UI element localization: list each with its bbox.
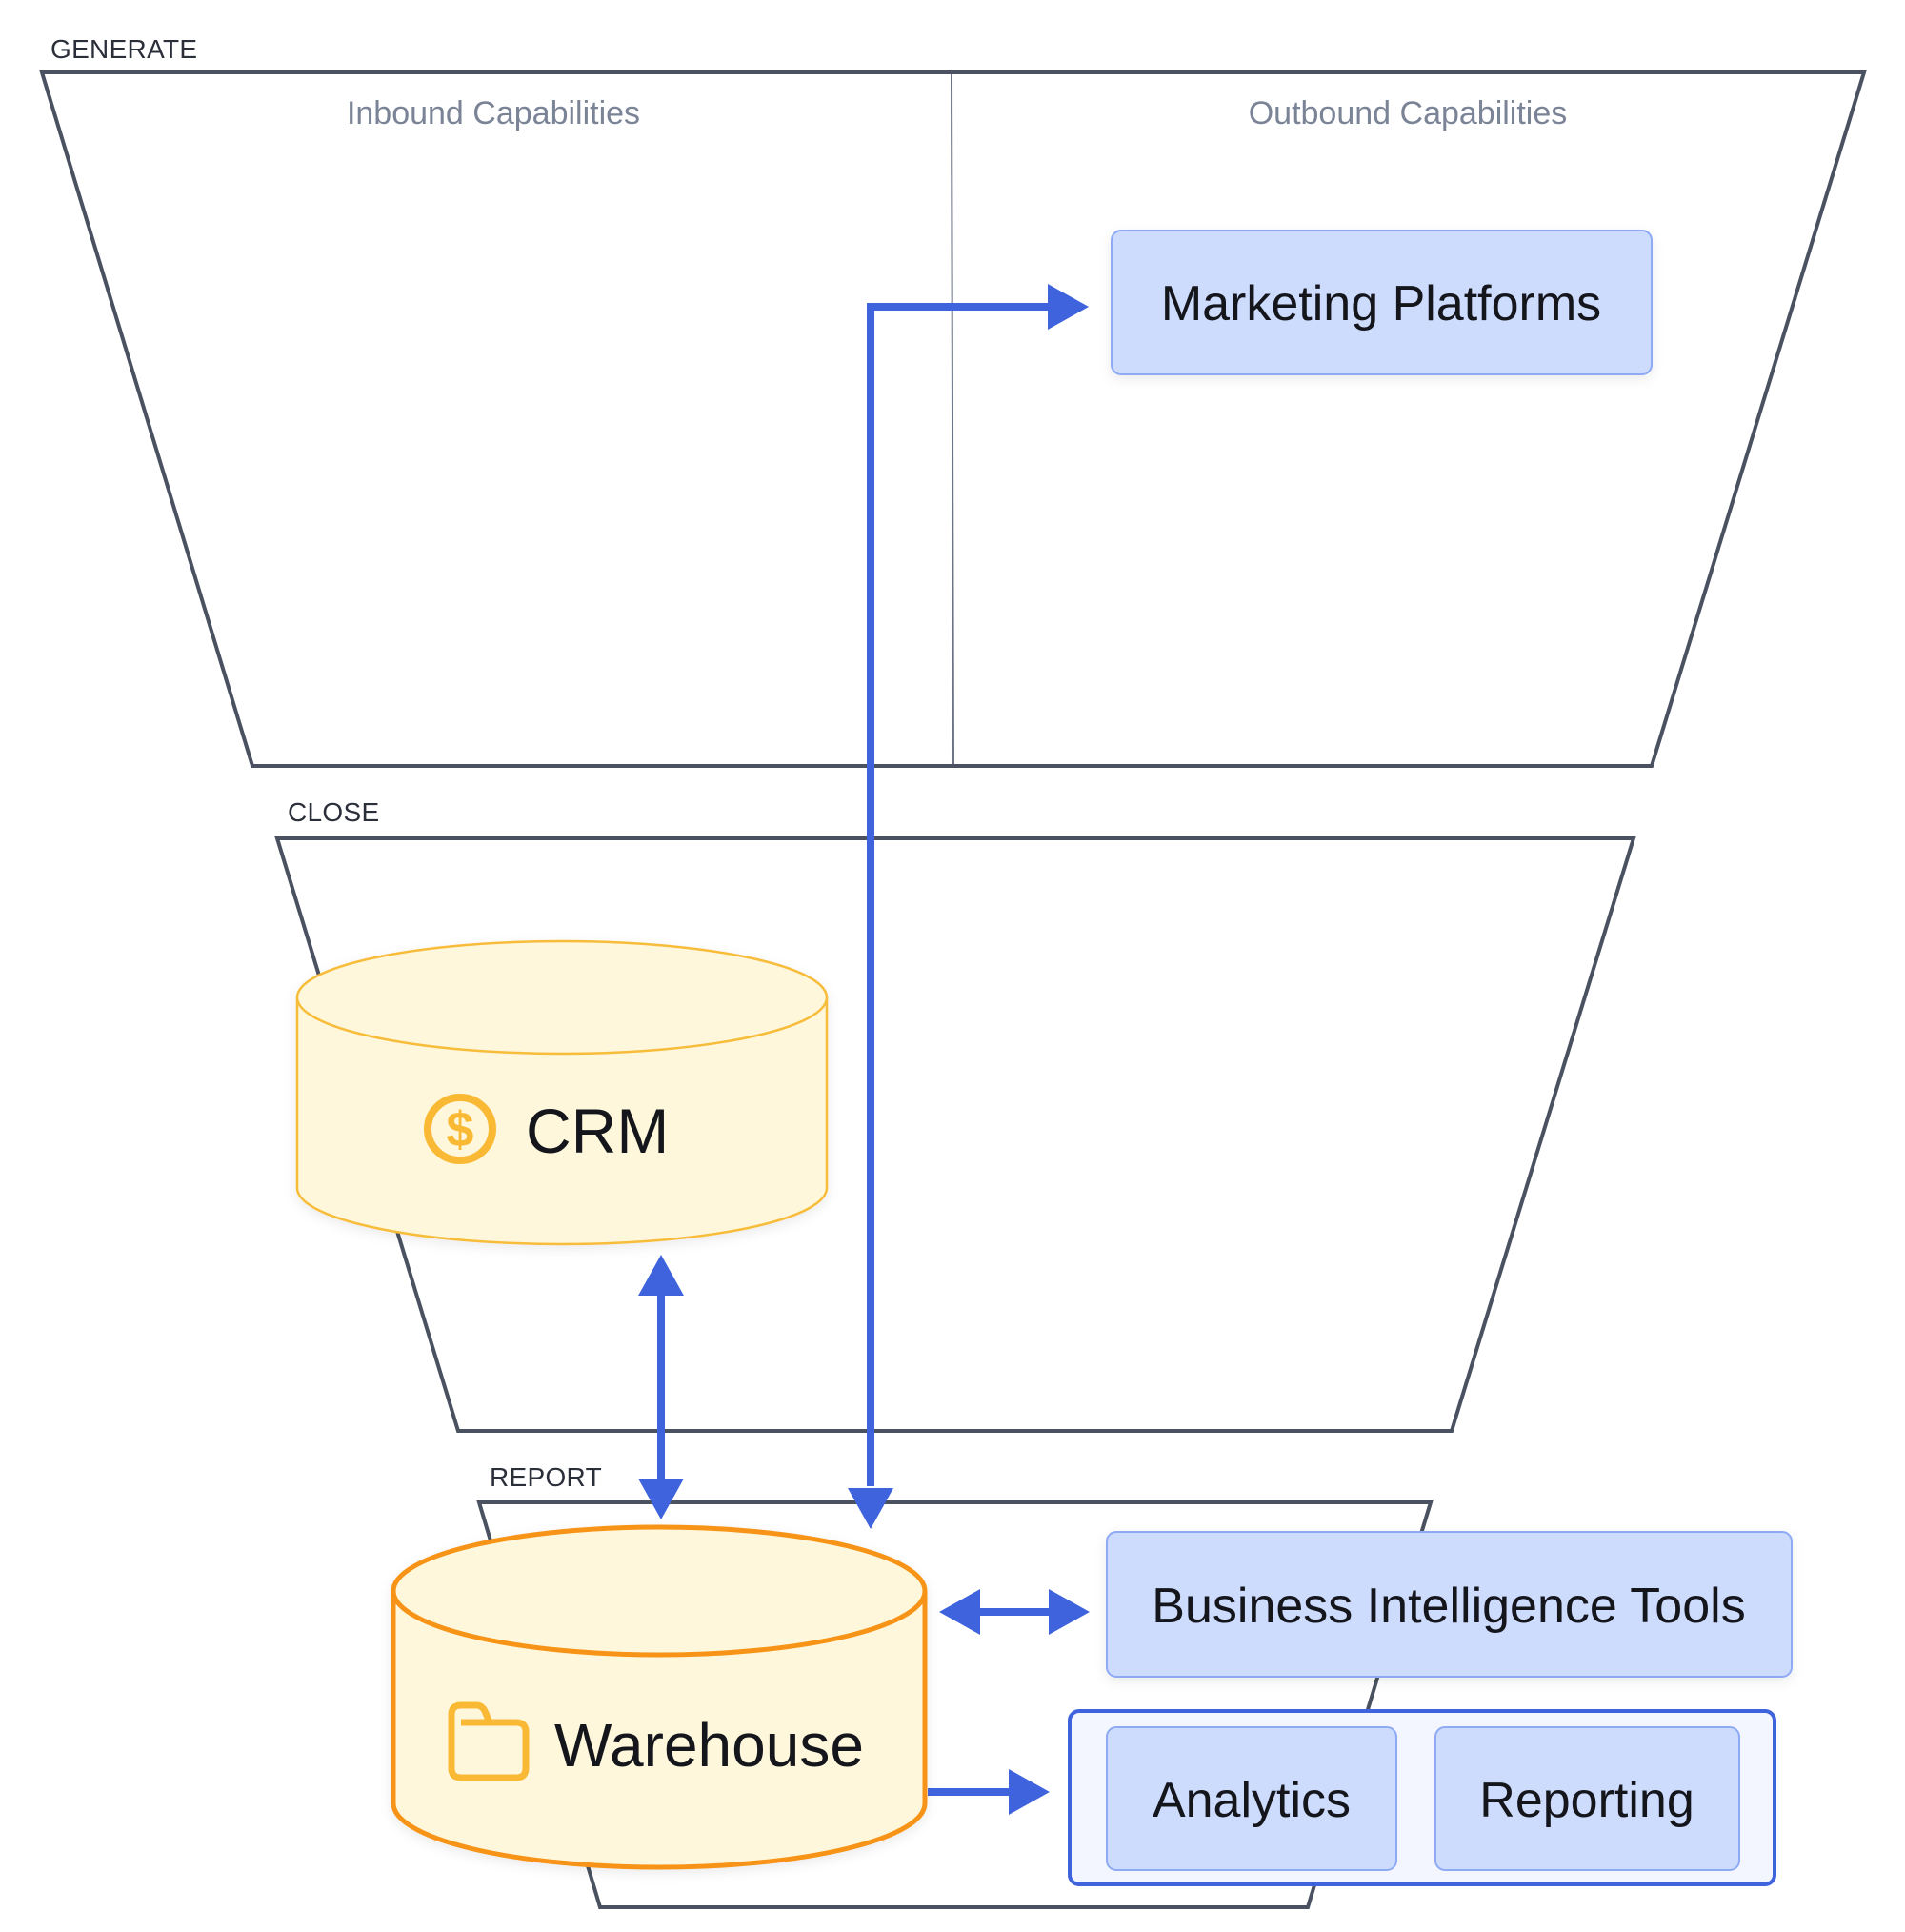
node-business-intelligence-tools[interactable]: Business Intelligence Tools — [1106, 1531, 1793, 1678]
node-analytics[interactable]: Analytics — [1106, 1726, 1397, 1871]
arrow-crm-warehouse — [638, 1255, 684, 1519]
folder-icon — [448, 1701, 530, 1781]
analytics-label: Analytics — [1153, 1773, 1351, 1828]
stage-label-close: CLOSE — [288, 797, 379, 827]
stage-generate: GENERATE Inbound Capabilities Outbound C… — [39, 34, 1867, 768]
svg-text:$: $ — [447, 1102, 474, 1157]
stage-label-generate: GENERATE — [50, 34, 197, 64]
warehouse-label: Warehouse — [554, 1711, 864, 1780]
column-label-outbound: Outbound Capabilities — [1249, 95, 1568, 131]
crm-label: CRM — [526, 1096, 669, 1166]
arrow-warehouse-bi — [939, 1589, 1090, 1635]
arrow-warehouse-group — [928, 1769, 1050, 1815]
arrow-warehouse-marketing — [848, 284, 1089, 1529]
analytics-reporting-group: Analytics Reporting — [1068, 1709, 1776, 1886]
reporting-label: Reporting — [1479, 1773, 1694, 1828]
marketing-platforms-label: Marketing Platforms — [1161, 276, 1601, 332]
node-reporting[interactable]: Reporting — [1434, 1726, 1740, 1871]
column-divider — [951, 73, 954, 765]
dollar-coin-icon: $ — [424, 1094, 496, 1164]
column-label-inbound: Inbound Capabilities — [347, 95, 640, 131]
stage-label-report: REPORT — [490, 1462, 602, 1492]
node-marketing-platforms[interactable]: Marketing Platforms — [1111, 230, 1653, 375]
node-warehouse[interactable] — [391, 1524, 928, 1870]
business-intelligence-tools-label: Business Intelligence Tools — [1152, 1579, 1745, 1634]
node-crm[interactable] — [295, 939, 829, 1246]
